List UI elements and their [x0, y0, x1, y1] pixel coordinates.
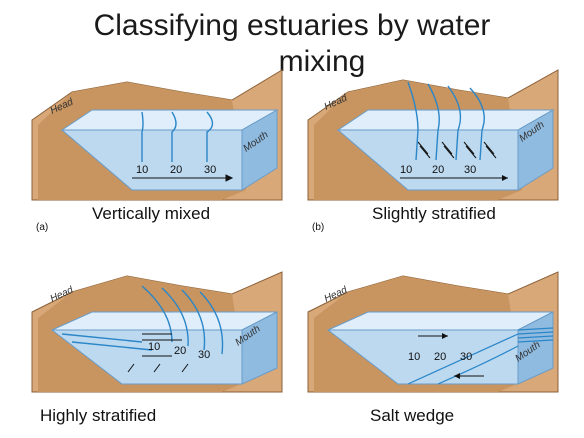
salinity-label: 10: [136, 164, 148, 176]
title-line-2: mixing: [278, 45, 366, 78]
salinity-label: 30: [460, 351, 472, 363]
caption-salt-wedge: Salt wedge: [370, 406, 455, 425]
panel-letter-b: (b): [312, 222, 325, 233]
page-title: Classifying estuaries by water mixing: [0, 8, 584, 80]
title-line-1: Classifying estuaries by water: [93, 9, 491, 42]
salinity-label: 20: [432, 164, 444, 176]
diagram-highly-stratified: 10 20 30 Head Mouth: [31, 271, 283, 393]
salinity-label: 10: [400, 164, 412, 176]
salinity-label: 20: [434, 351, 446, 363]
salinity-label: 20: [174, 345, 186, 357]
panel-letter-a: (a): [36, 222, 49, 233]
salinity-label: 10: [408, 351, 420, 363]
caption-vertically-mixed: Vertically mixed: [92, 204, 211, 223]
diagram-slightly-stratified: 10 20 30 Head Mouth: [307, 69, 559, 201]
salinity-label: 10: [148, 341, 160, 353]
salinity-label: 30: [204, 164, 216, 176]
diagram-salt-wedge: 10 20 30 Head Mouth: [307, 271, 559, 393]
caption-highly-stratified: Highly stratified: [40, 406, 157, 425]
diagram-vertically-mixed: 10 20 30 Head Mouth: [31, 69, 283, 201]
salinity-label: 20: [170, 164, 182, 176]
salinity-label: 30: [198, 349, 210, 361]
caption-slightly-stratified: Slightly stratified: [372, 204, 496, 223]
salinity-label: 30: [464, 164, 476, 176]
